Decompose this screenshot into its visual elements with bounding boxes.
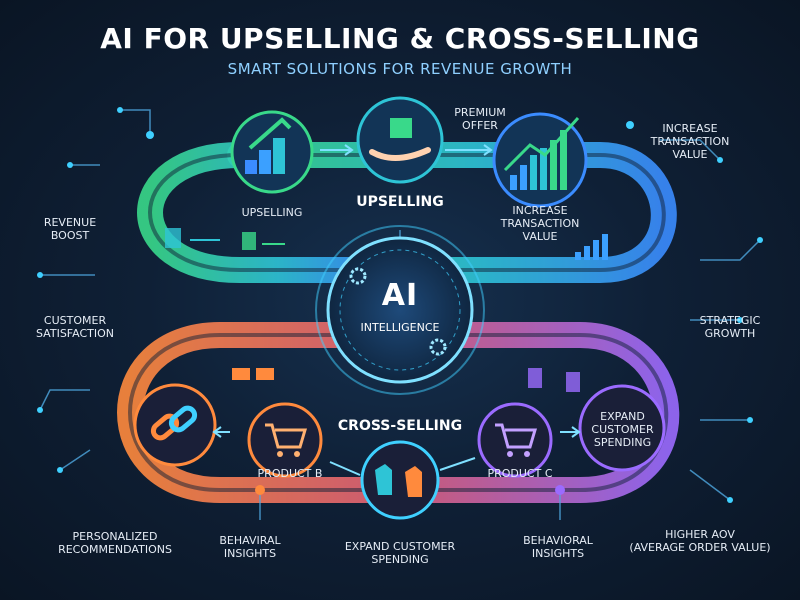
- growth-bars-icon: [245, 117, 292, 174]
- ai-label: AI: [381, 278, 419, 313]
- ai-core: [315, 225, 485, 395]
- document-icon: [165, 228, 220, 248]
- cross-selling-ribbon: [117, 322, 680, 503]
- cart-icon: [247, 402, 323, 478]
- page-title: AI FOR UPSELLING & CROSS-SELLING: [100, 22, 700, 55]
- upselling-heading: UPSELLING: [356, 194, 444, 210]
- hand-box-icon: [369, 118, 431, 161]
- cross-selling-heading: CROSS-SELLING: [337, 418, 463, 434]
- premium-offer-circle: [356, 96, 444, 184]
- upselling-icon-label: UPSELLING: [241, 206, 303, 219]
- cart-icon: [477, 402, 553, 478]
- product-c-label: PRODUCT C: [487, 467, 553, 480]
- higher-aov-label: HIGHER AOV(AVERAGE ORDER VALUE): [629, 528, 771, 554]
- bar-chart-icon: [492, 112, 588, 208]
- intelligence-label: INTELLIGENCE: [360, 321, 440, 334]
- page-subtitle: SMART SOLUTIONS FOR REVENUE GROWTH: [227, 60, 573, 78]
- upselling-icon-circle: [230, 110, 314, 194]
- small-bars-icon: [575, 234, 608, 260]
- expand-customer-circle: [578, 384, 666, 472]
- gear-icon: [349, 267, 367, 285]
- upselling-ribbon: [137, 142, 677, 283]
- document-icon: [242, 232, 285, 250]
- circuit-lines: [39, 109, 761, 520]
- document-icon: [528, 368, 580, 392]
- gear-icon: [429, 338, 447, 356]
- circuit-nodes: [37, 107, 763, 503]
- shirts-icon: [360, 440, 440, 520]
- link-icon: [150, 405, 198, 441]
- link-icon-circle: [133, 383, 217, 467]
- product-b-label: PRODUCT B: [257, 467, 323, 480]
- envelope-icon: [232, 368, 274, 380]
- flow-arrows: [212, 144, 581, 476]
